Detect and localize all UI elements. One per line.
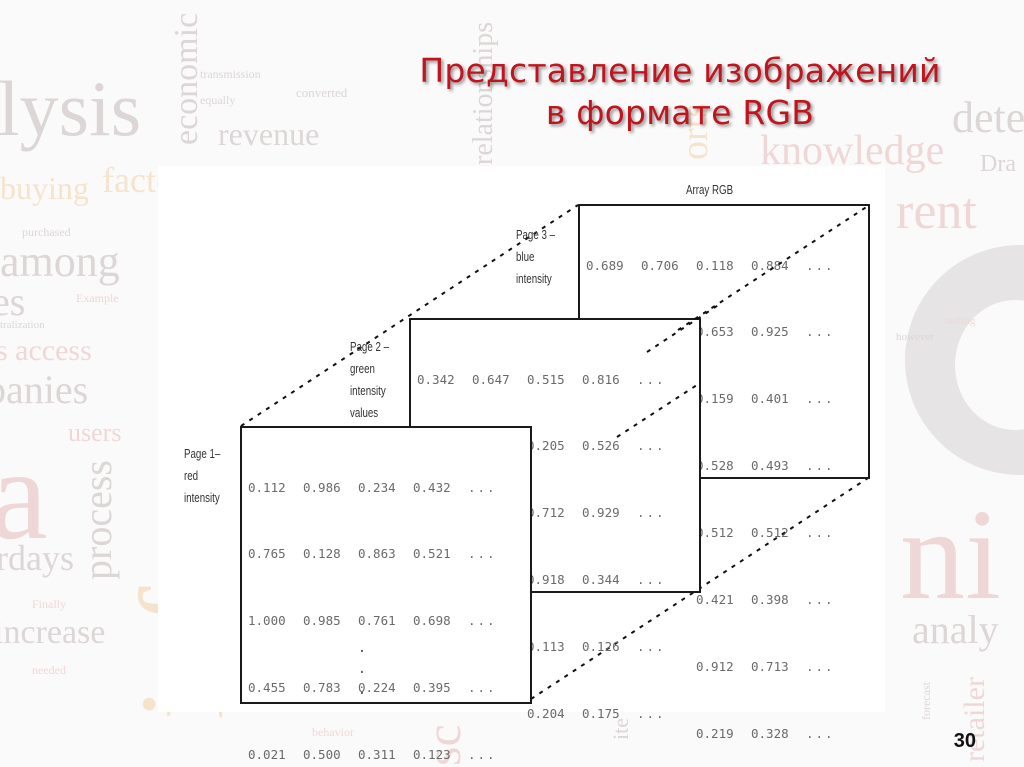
slide-title-line-1: Представление изображений (419, 51, 941, 90)
bg-word: tralization (0, 319, 45, 331)
slide-title-line-2: в формате RGB (545, 93, 815, 132)
bg-word: converted (296, 85, 348, 100)
bg-word: Finally (32, 597, 67, 611)
bg-word: transmission (200, 67, 261, 81)
bg-word: selling (946, 315, 976, 327)
bg-word: equally (200, 93, 236, 107)
page-1-label: Page 1– red intensity (184, 447, 221, 505)
slide-title: Представление изображений в формате RGB (360, 50, 1000, 134)
page-2-label: Page 2 – green intensity values (350, 340, 390, 420)
bg-word: purchased (22, 225, 71, 239)
bg-word: forecast (919, 682, 933, 720)
bg-word: buying (0, 170, 89, 206)
bg-word: a (0, 423, 48, 567)
bg-word: dete (952, 93, 1024, 142)
bg-word: users (68, 418, 122, 447)
bg-word: rdays (0, 538, 74, 578)
bg-word: economic (168, 12, 205, 145)
slide-number: 30 (953, 730, 976, 752)
bg-word: rent (896, 183, 977, 240)
bg-word: knowledge (760, 128, 945, 174)
bg-word: process (75, 460, 120, 580)
bg-word: behavior (312, 725, 354, 739)
bg-word: lysis (0, 65, 142, 152)
bg-word: however (896, 331, 934, 343)
array-rgb-title: Array RGB (686, 183, 734, 197)
bg-word: Dra (980, 151, 1016, 177)
bg-word: analy (912, 607, 999, 652)
bg-word: s access (0, 334, 92, 367)
bg-word: Example (76, 291, 119, 305)
bg-word: panies (0, 367, 89, 412)
vertical-ellipsis: ... (357, 640, 367, 698)
bg-word: increase (0, 614, 106, 651)
page-3-label: Page 3 – blue intensity (516, 228, 556, 286)
bg-word: revenue (218, 116, 320, 152)
bg-word: ni (900, 483, 1002, 627)
bg-word: needed (32, 663, 66, 677)
bg-word: es (0, 279, 26, 324)
bg-word: among (0, 237, 120, 286)
